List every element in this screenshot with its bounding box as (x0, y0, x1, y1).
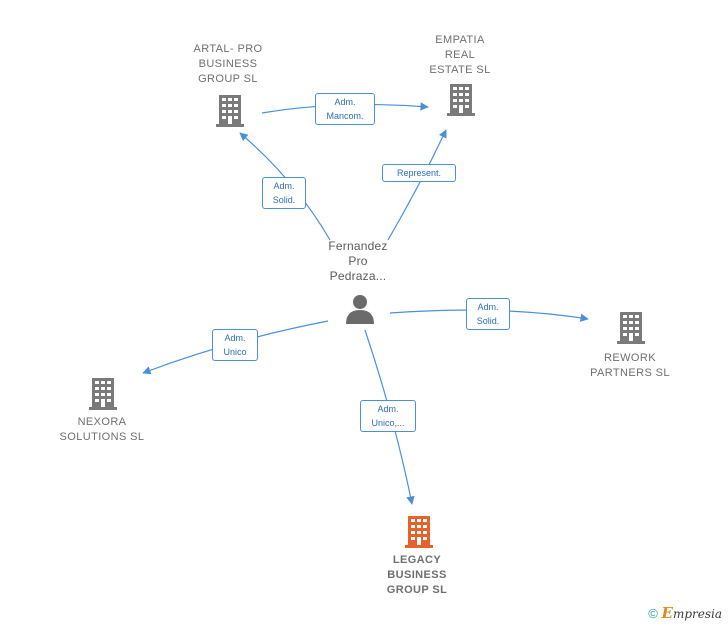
edge-label-person-empatia: Represent. (382, 164, 456, 182)
building-icon-legacy[interactable] (405, 516, 433, 548)
edge-person-empatia (387, 129, 447, 241)
building-icon-empatia[interactable] (447, 84, 475, 116)
node-label-empatia[interactable]: EMPATIA REAL ESTATE SL (429, 34, 491, 76)
edge-label-person-rework: Adm. Solid. (466, 298, 510, 330)
node-label-legacy[interactable]: LEGACY BUSINESS GROUP SL (386, 554, 448, 596)
node-label-rework[interactable]: REWORK PARTNERS SL (590, 352, 670, 379)
node-label-nexora[interactable]: NEXORA SOLUTIONS SL (59, 416, 145, 443)
node-label-artal[interactable]: ARTAL- PRO BUSINESS GROUP SL (193, 43, 263, 85)
person-icon[interactable] (346, 295, 374, 324)
edge-label-artal-empatia: Adm. Mancom. (315, 93, 375, 125)
brand-logo[interactable]: Empresia (661, 604, 723, 622)
footer-brand: © Empresia (648, 604, 722, 622)
edge-label-person-legacy: Adm. Unico,... (360, 400, 416, 432)
building-icon-artal[interactable] (216, 95, 244, 127)
edge-label-person-artal: Adm. Solid. (262, 177, 306, 209)
building-icon-nexora[interactable] (89, 378, 117, 410)
edge-label-person-nexora: Adm. Unico (212, 329, 258, 361)
copyright-symbol: © (648, 606, 658, 621)
node-label-person[interactable]: Fernandez Pro Pedraza... (328, 239, 388, 283)
building-icon-rework[interactable] (617, 312, 645, 344)
